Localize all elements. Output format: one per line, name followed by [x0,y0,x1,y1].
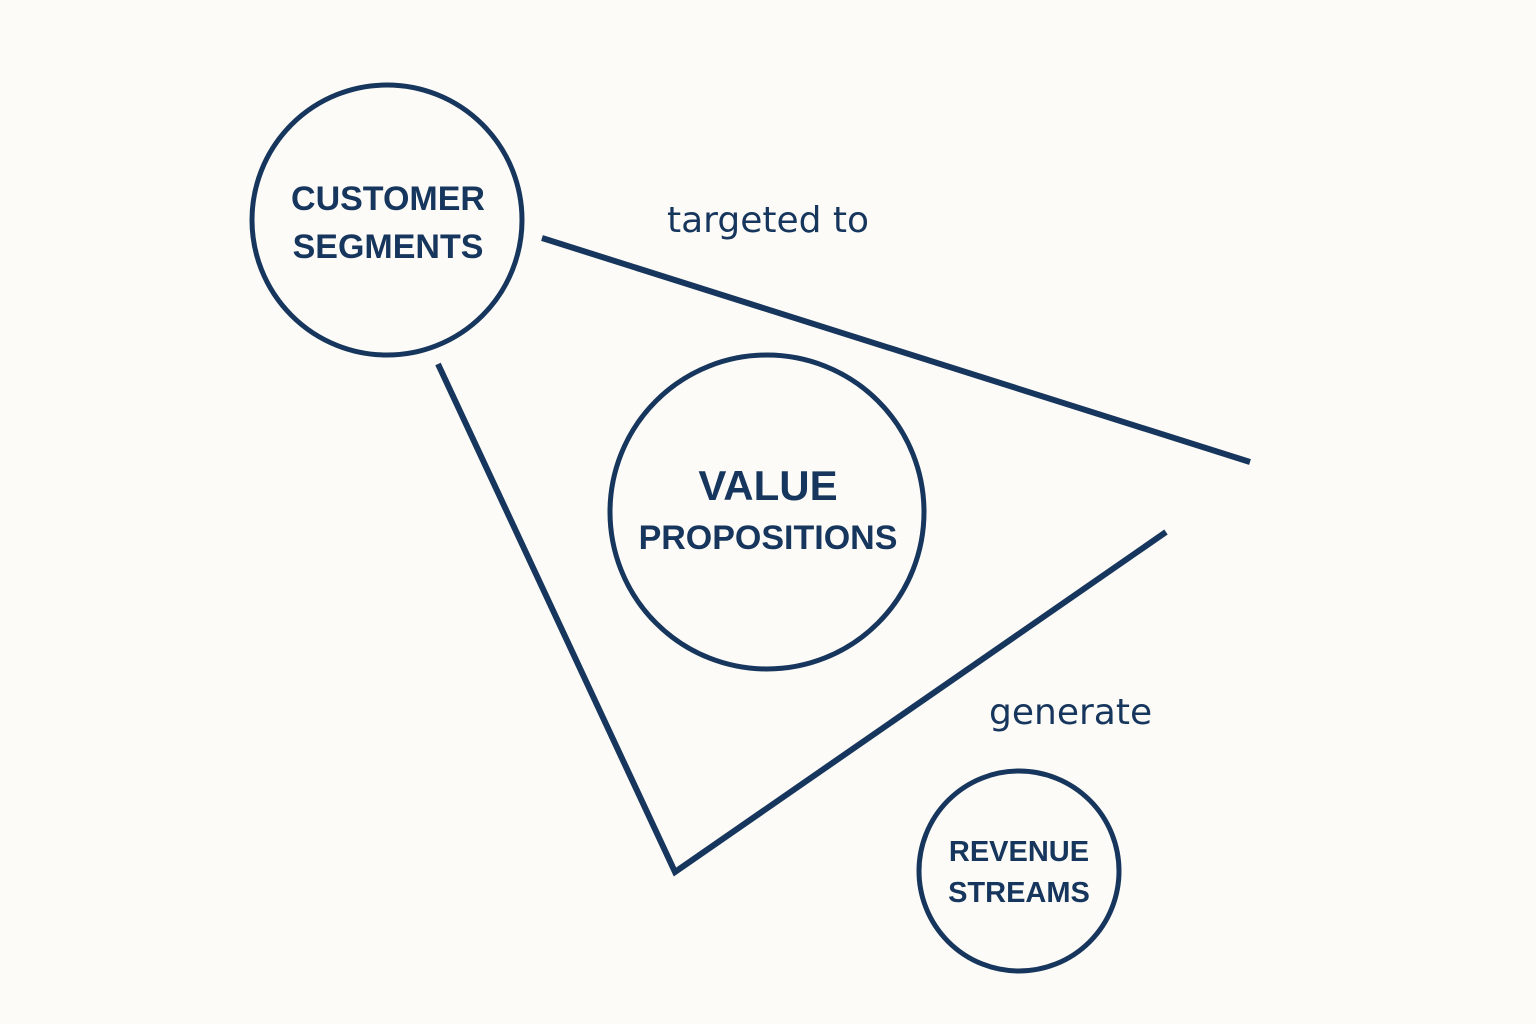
connector-customer-to-revenue-path [435,362,1168,877]
edge-label-targeted-to: targeted to [667,200,869,241]
revenue-streams-label-line1: REVENUE [949,836,1089,868]
node-customer-segments[interactable]: CUSTOMER SEGMENTS [249,82,525,358]
customer-segments-label-line2: SEGMENTS [293,228,484,266]
edge-label-generate: generate [989,692,1152,733]
customer-segments-circle [249,82,525,358]
node-revenue-streams[interactable]: REVENUE STREAMS [916,768,1122,974]
value-propositions-label-line2: PROPOSITIONS [639,519,898,557]
value-propositions-label-line1: VALUE [698,462,837,509]
node-value-propositions[interactable]: VALUE PROPOSITIONS [607,352,927,672]
connector-customer-to-right [541,235,1251,465]
customer-segments-label-line1: CUSTOMER [291,180,485,218]
revenue-streams-circle [916,768,1122,974]
value-propositions-circle [607,352,927,672]
revenue-streams-label-line2: STREAMS [948,877,1090,909]
